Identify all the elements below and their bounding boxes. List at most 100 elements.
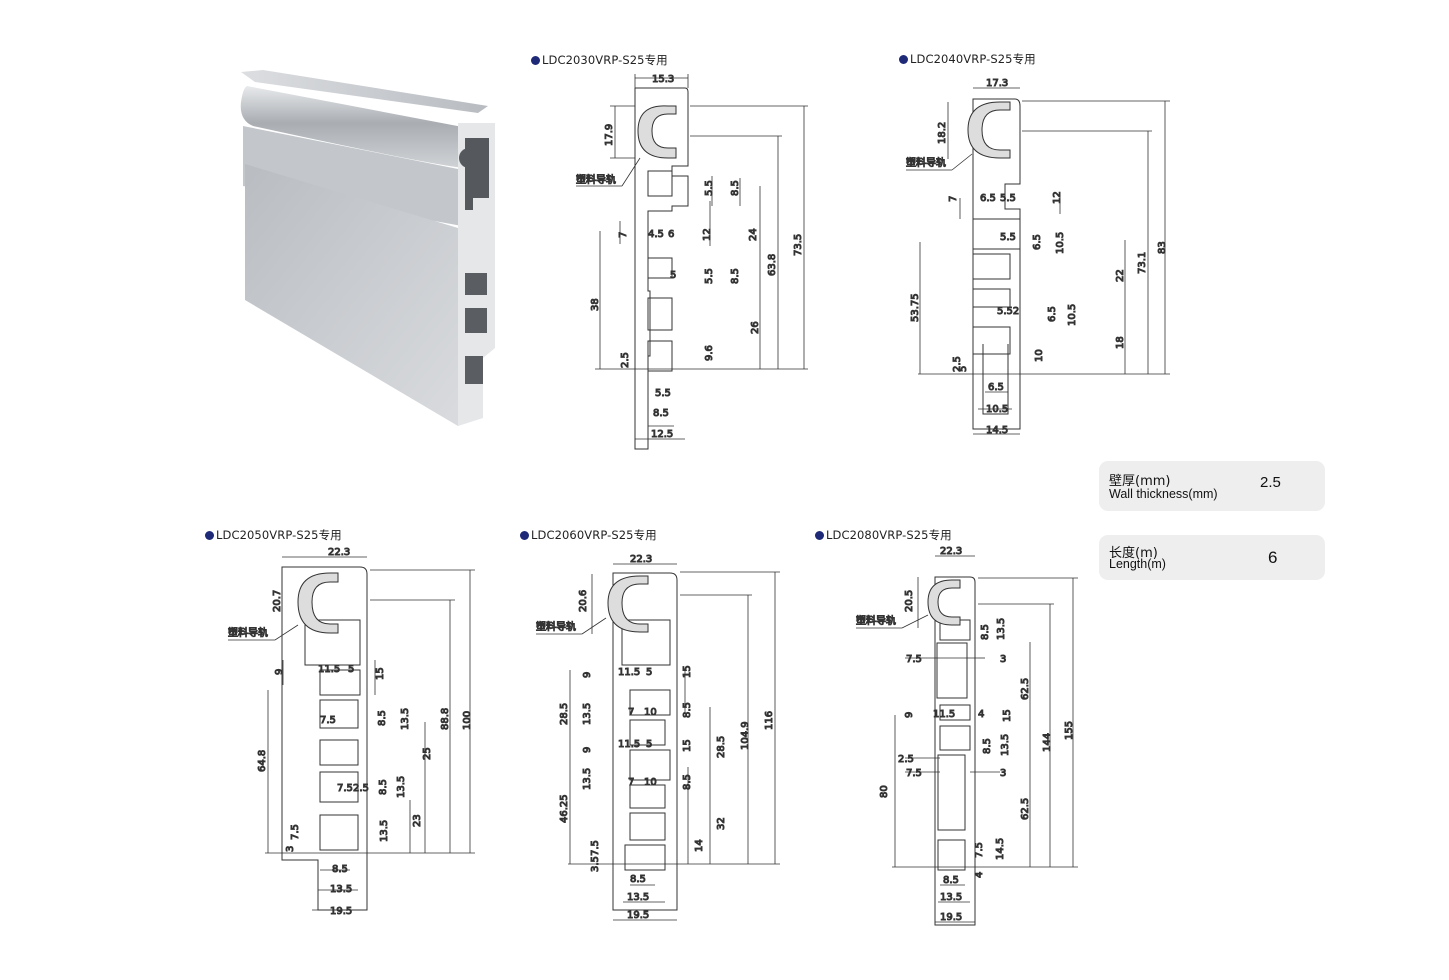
dim-label: 7.5 xyxy=(590,840,601,856)
plastic-rail-label: 塑料导轨 xyxy=(536,620,576,633)
dim-label: 4.5 xyxy=(648,229,664,240)
spec-label-zh: 壁厚(mm) xyxy=(1109,474,1171,489)
dim-label: 12 xyxy=(702,228,713,241)
profile-outline xyxy=(934,576,976,926)
dim-label: 5 xyxy=(646,667,652,678)
dim-label: 5.5 xyxy=(655,388,671,399)
dimension-lines xyxy=(918,87,1170,435)
plastic-rail xyxy=(297,572,339,634)
dim-label: 5.5 xyxy=(704,180,715,196)
dim-label: 10 xyxy=(644,707,657,718)
rail-tube xyxy=(240,86,480,169)
dim-label: 2.5 xyxy=(952,356,963,372)
dim-label: 13.5 xyxy=(1000,734,1011,756)
spec-value: 2.5 xyxy=(1260,474,1281,491)
dim-rail-height: 20.5 xyxy=(904,590,915,612)
plastic-rail xyxy=(607,575,649,633)
profile-title-text: LDC2060VRP-S25专用 xyxy=(531,528,657,542)
dim-label: 3 xyxy=(285,846,296,852)
dim-label: 13.5 xyxy=(996,618,1007,640)
dim-label: 10 xyxy=(644,777,657,788)
plastic-rail-label: 塑料导轨 xyxy=(228,626,268,639)
dim-label: 73.5 xyxy=(793,234,804,256)
dim-label: 3 xyxy=(1000,654,1006,665)
profile-title-text: LDC2050VRP-S25专用 xyxy=(216,528,342,542)
profile-title-text: LDC2030VRP-S25专用 xyxy=(542,53,668,67)
dim-label: 7.5 xyxy=(320,715,336,726)
cavity-slot-3 xyxy=(465,356,483,384)
dim-label: 8.5 xyxy=(980,624,991,640)
dim-label: 28.5 xyxy=(559,703,570,725)
plastic-rail-label: 塑料导轨 xyxy=(856,614,896,627)
dim-label: 38 xyxy=(590,298,601,311)
profile-title-2040: LDC2040VRP-S25专用 xyxy=(899,51,1036,67)
dim-label: 15 xyxy=(682,665,693,678)
dim-label: 13.5 xyxy=(582,768,593,790)
dim-label: 46.25 xyxy=(559,794,570,823)
dim-label: 8.5 xyxy=(630,874,646,885)
dim-label: 104.9 xyxy=(740,721,751,750)
dim-label: 19.5 xyxy=(940,912,962,923)
spec-label-en: Length(m) xyxy=(1109,557,1166,571)
plastic-rail-label: 塑料导轨 xyxy=(576,173,616,186)
dim-label: 7.5 xyxy=(337,783,353,794)
dim-label: 23 xyxy=(412,814,423,827)
bullet-dot-icon xyxy=(520,530,529,540)
dim-label: 11.5 xyxy=(933,709,955,720)
dimension-lines xyxy=(595,74,808,440)
dim-label: 116 xyxy=(764,711,775,730)
dim-label: 9 xyxy=(904,712,915,718)
upper-strip xyxy=(243,126,473,228)
dim-label: 3 xyxy=(1000,768,1006,779)
dim-label: 28.5 xyxy=(716,736,727,758)
dim-label: 26 xyxy=(750,321,761,334)
dim-label: 32 xyxy=(716,817,727,830)
dim-label: 14 xyxy=(694,839,705,852)
dim-label: 14.5 xyxy=(986,425,1008,436)
dim-label: 5 xyxy=(646,739,652,750)
plastic-rail xyxy=(927,579,961,626)
dim-label: 63.8 xyxy=(767,254,778,276)
dim-label: 9 xyxy=(274,669,285,675)
dim-label: 5 xyxy=(958,366,969,372)
dim-label: 24 xyxy=(748,228,759,241)
dim-label: 15 xyxy=(375,667,386,680)
bullet-dot-icon xyxy=(899,54,908,64)
dim-label: 8.5 xyxy=(682,774,693,790)
dim-rail-height: 18.2 xyxy=(937,122,948,144)
dim-label: 64.8 xyxy=(257,750,268,772)
cavity-slot-1 xyxy=(465,273,487,295)
spec-wall-thickness: 壁厚(mm) Wall thickness(mm) 2.5 xyxy=(1099,461,1325,511)
dim-label: 8.5 xyxy=(943,875,959,886)
dim-label: 12 xyxy=(1052,191,1063,204)
dim-label: 6 xyxy=(668,229,674,240)
dim-label: 5 xyxy=(348,664,354,675)
dim-label: 9 xyxy=(582,747,593,753)
profile-title-text: LDC2080VRP-S25专用 xyxy=(826,528,952,542)
dim-label: 5.52 xyxy=(997,306,1019,317)
profile-outline xyxy=(612,572,678,911)
dim-label: 13.5 xyxy=(396,776,407,798)
bullet-dot-icon xyxy=(531,55,540,65)
dim-label: 11.5 xyxy=(618,667,640,678)
profile-outline xyxy=(281,566,368,911)
rail-end-circle xyxy=(459,148,479,168)
dim-label: 7 xyxy=(618,232,629,238)
dim-label: 2.5 xyxy=(898,754,914,765)
dim-label: 11.5 xyxy=(318,664,340,675)
dim-label: 9 xyxy=(582,672,593,678)
drawing-ldc2050: 22.3 20.7 9 11.5 5 15 7.5 8.5 13.5 25 88… xyxy=(228,547,475,918)
dim-label: 10.5 xyxy=(1067,304,1078,326)
dim-label: 6.5 xyxy=(988,382,1004,393)
dim-label: 100 xyxy=(462,711,473,730)
dim-label: 8.5 xyxy=(682,702,693,718)
drawing-ldc2060: 22.3 20.6 9 11.5 5 15 28.5 13.5 7 10 8.5… xyxy=(536,554,780,922)
dim-top-width: 22.3 xyxy=(940,546,962,557)
profile-title-2080: LDC2080VRP-S25专用 xyxy=(815,527,952,543)
dim-label: 6.5 xyxy=(980,193,996,204)
dim-label: 10.5 xyxy=(986,404,1008,415)
dim-label: 12.5 xyxy=(651,429,673,440)
dim-label: 62.5 xyxy=(1020,798,1031,820)
spec-length: 长度(m) Length(m) 6 xyxy=(1099,535,1325,580)
dim-label: 7 xyxy=(948,196,959,202)
